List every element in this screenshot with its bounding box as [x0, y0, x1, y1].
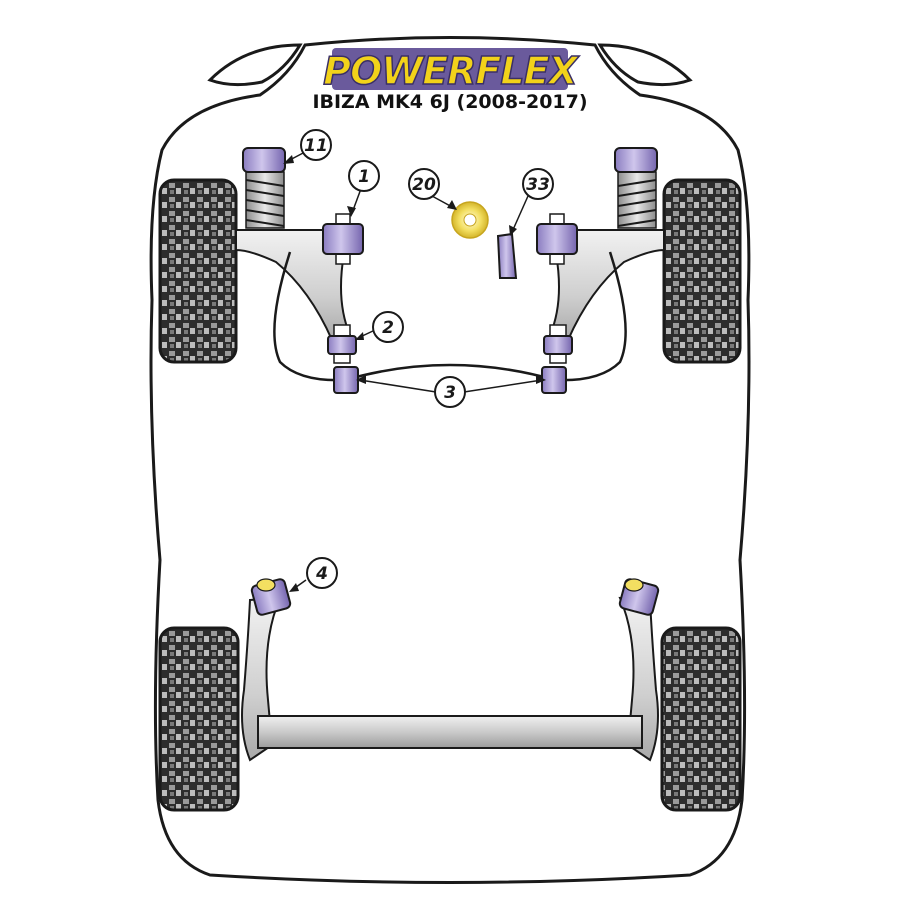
callout-circle	[300, 129, 332, 161]
callout-label: 4	[315, 564, 328, 584]
right-rear-beam-bush	[618, 578, 660, 616]
callout-1: 1	[348, 160, 380, 192]
callout-circle	[434, 376, 466, 408]
callout-label: 11	[304, 136, 328, 156]
front-left-spring	[245, 171, 285, 229]
rear-right-trailing-arm	[618, 596, 659, 762]
part-callouts: 1 2 3 4 11 20 33	[300, 129, 554, 589]
callout-3: 3	[434, 376, 466, 408]
callout-label: 20	[412, 175, 436, 195]
callout-label: 3	[444, 383, 456, 403]
front-right-spring	[617, 171, 657, 229]
callout-label: 33	[526, 175, 550, 195]
left-headlight	[207, 43, 303, 87]
leader-arrowheads	[283, 155, 546, 592]
front-left-tyre	[158, 178, 238, 364]
left-anti-roll-bar-bush	[333, 366, 359, 394]
callout-20: 20	[408, 168, 440, 200]
model-subtitle: IBIZA MK4 6J (2008-2017)	[312, 91, 587, 113]
powerflex-logo: POWERFLEX	[322, 48, 581, 94]
car-body-outline	[149, 36, 751, 884]
left-rear-beam-bush	[250, 578, 292, 616]
front-anti-roll-bar	[273, 251, 627, 382]
engine-mount-insert	[451, 201, 489, 239]
gearbox-mount-bush	[496, 232, 518, 279]
callout-4: 4	[306, 557, 338, 589]
rear-left-trailing-arm	[241, 596, 282, 762]
rear-right-tyre	[660, 626, 742, 812]
callout-label: 1	[358, 167, 370, 187]
callout-11: 11	[300, 129, 332, 161]
rear-left-tyre	[158, 626, 240, 812]
callout-circle	[306, 557, 338, 589]
right-wishbone-front-bush	[536, 213, 578, 265]
rear-twist-beam	[257, 715, 643, 749]
left-wishbone-front-bush	[322, 213, 364, 265]
left-top-mount-bush	[242, 147, 286, 173]
right-wishbone-rear-bush	[543, 324, 573, 364]
front-left-wishbone	[235, 229, 352, 342]
callout-circle	[522, 168, 554, 200]
callout-label: 2	[382, 318, 394, 338]
left-wishbone-rear-bush	[327, 324, 357, 364]
front-right-tyre	[662, 178, 742, 364]
right-headlight	[597, 43, 693, 87]
right-top-mount-bush	[614, 147, 658, 173]
front-right-wishbone	[548, 229, 665, 342]
brand-logo-text: POWERFLEX	[323, 49, 579, 93]
callout-circle	[348, 160, 380, 192]
callout-33: 33	[522, 168, 554, 200]
callout-2: 2	[372, 311, 404, 343]
callout-circle	[408, 168, 440, 200]
callout-circle	[372, 311, 404, 343]
